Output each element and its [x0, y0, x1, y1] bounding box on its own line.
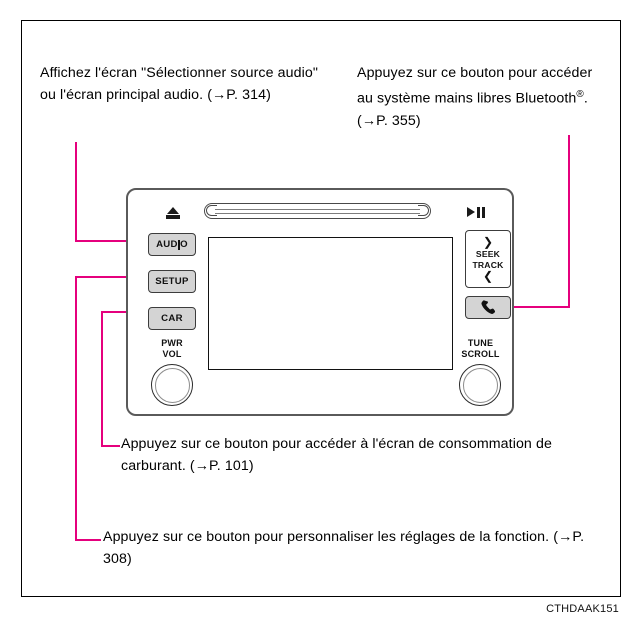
tune-scroll-label-line1: TUNE: [467, 338, 494, 348]
eject-triangle: [167, 207, 179, 214]
seek-down-chevron-icon: ❮: [482, 268, 494, 283]
leader-line-setup-vertical: [75, 276, 78, 541]
setup-button-label: SETUP: [155, 276, 189, 287]
eject-bar: [166, 215, 180, 219]
power-volume-label-line2: VOL: [162, 349, 182, 359]
callout-text-setup: Appuyez sur ce bouton pour personnaliser…: [103, 529, 585, 567]
car-button-label: CAR: [161, 313, 183, 324]
tune-scroll-label: TUNE SCROLL: [453, 338, 508, 360]
callout-phone-prefix: Appuyez sur ce bouton pour accéder au sy…: [357, 65, 593, 107]
callout-text-audio: Affichez l'écran "Sélectionner source au…: [40, 65, 318, 103]
callout-phone-suffix: . (→P. 355): [357, 90, 588, 129]
leader-line-fuel-top: [101, 311, 135, 314]
callout-text-fuel-consumption: Appuyez sur ce bouton pour accéder à l'é…: [121, 436, 552, 474]
seek-up-chevron-icon: ❯: [482, 234, 494, 249]
pause-bar-1: [477, 207, 480, 218]
leader-line-audio-horizontal: [75, 240, 135, 243]
leader-line-fuel-vertical: [101, 311, 104, 446]
audio-button-divider: [178, 239, 180, 250]
cd-slot[interactable]: [204, 203, 431, 219]
car-button[interactable]: CAR: [148, 307, 196, 330]
phone-handset-icon: [480, 300, 495, 314]
power-volume-label: PWR VOL: [148, 338, 196, 360]
phone-button[interactable]: [465, 296, 511, 319]
play-pause-icon[interactable]: [467, 207, 485, 218]
eject-icon[interactable]: [166, 207, 180, 219]
cd-slot-cap-left: [206, 205, 217, 216]
display-screen[interactable]: [208, 237, 453, 370]
callout-text-phone: Appuyez sur ce bouton pour accéder au sy…: [357, 62, 607, 132]
power-volume-knob[interactable]: [151, 364, 193, 406]
seek-label: SEEK: [475, 248, 501, 259]
seek-track-button[interactable]: ❯ SEEK TRACK ❮: [465, 230, 511, 288]
pause-bar-2: [482, 207, 485, 218]
setup-button[interactable]: SETUP: [148, 270, 196, 293]
tune-scroll-knob[interactable]: [459, 364, 501, 406]
audio-button-label-part2: O: [180, 239, 188, 250]
leader-line-audio-vertical: [75, 142, 78, 242]
cd-slot-inner-line: [215, 209, 420, 214]
play-triangle: [467, 207, 475, 217]
audio-button-label-part1: AUD: [156, 239, 178, 250]
tune-scroll-label-line2: SCROLL: [461, 349, 500, 359]
leader-line-phone-vertical: [568, 135, 571, 308]
leader-line-phone-horizontal: [511, 306, 570, 309]
power-volume-label-line1: PWR: [161, 338, 183, 348]
figure-code: CTHDAAK151: [546, 603, 619, 615]
registered-mark: ®: [576, 89, 584, 100]
cd-slot-cap-right: [418, 205, 429, 216]
leader-line-fuel-bottom: [101, 445, 120, 448]
track-label: TRACK: [472, 259, 504, 270]
leader-line-setup-top: [75, 276, 135, 279]
leader-line-setup-bottom: [75, 539, 101, 542]
figure-border: [21, 20, 621, 597]
